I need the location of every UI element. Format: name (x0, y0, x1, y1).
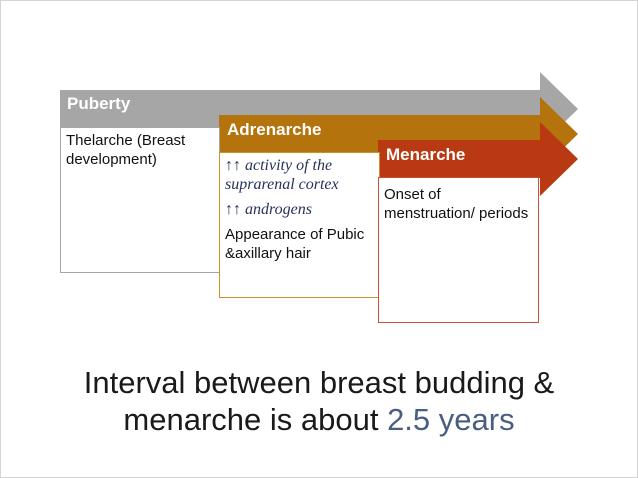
menarche-title: Menarche (386, 145, 466, 164)
interval-caption: Interval between breast budding & menarc… (0, 364, 638, 438)
menarche-box: Onset of menstruation/ periods (378, 177, 539, 323)
cortex-activity-text: ↑↑ activity of the suprarenal cortex (225, 157, 339, 193)
caption-highlight: 2.5 years (387, 402, 515, 437)
caption-line-2: menarche is about 2.5 years (0, 401, 638, 438)
puberty-title: Puberty (67, 94, 131, 113)
thelarche-text: Thelarche (Breast development) (66, 132, 186, 168)
caption-prefix: menarche is about (123, 402, 388, 437)
hair-appearance-text: Appearance of Pubic &axillary hair (225, 226, 365, 262)
caption-line-1: Interval between breast budding & (83, 365, 555, 400)
adrenarche-box: ↑↑ activity of the suprarenal cortex ↑↑ … (219, 152, 380, 298)
menstruation-text: Onset of menstruation/ periods (384, 186, 529, 222)
adrenarche-title: Adrenarche (227, 120, 322, 139)
puberty-box: Thelarche (Breast development) (60, 127, 220, 273)
androgens-text: ↑↑ androgens (225, 201, 312, 218)
